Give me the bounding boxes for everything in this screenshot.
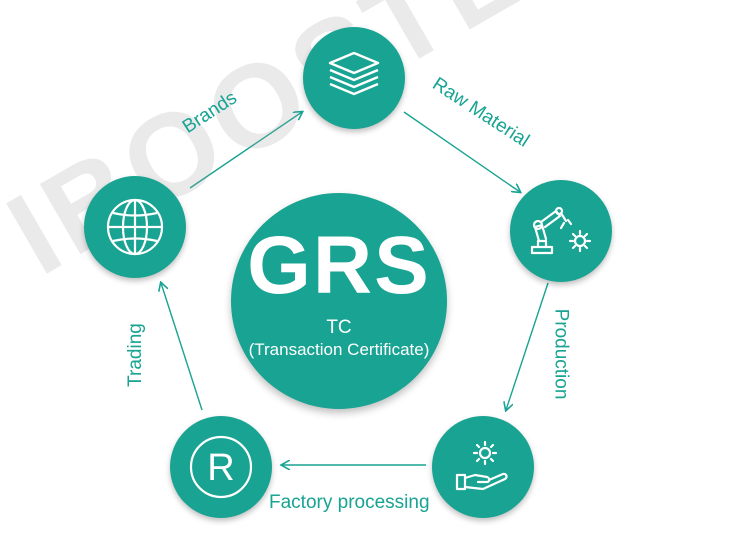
center-title: GRS: [247, 220, 431, 311]
hand-gear-icon: [455, 440, 508, 491]
node-trading: [84, 176, 186, 278]
label-trading: Trading: [124, 323, 146, 387]
node-factory-processing: R: [170, 416, 272, 518]
layers-icon: [328, 51, 380, 96]
arrow-brands-to-raw-material: [403, 111, 520, 192]
center-subtitle-tc: TC: [326, 317, 352, 338]
label-factory-processing: Factory processing: [269, 492, 430, 513]
arrow-factory-to-trading: [161, 283, 203, 411]
arrow-trading-to-brands: [189, 112, 302, 189]
node-raw-material: [510, 180, 612, 282]
svg-text:R: R: [207, 447, 234, 489]
label-production: Production: [550, 308, 572, 400]
node-brands: [303, 27, 405, 129]
registered-icon: R: [189, 435, 253, 499]
center-subtitle-transaction-certificate: (Transaction Certificate): [248, 340, 430, 359]
center-grs-node: GRS TC (Transaction Certificate): [231, 193, 447, 409]
globe-icon: [106, 198, 164, 256]
node-production: [432, 416, 534, 518]
arrow-raw-material-to-production: [506, 282, 549, 410]
robot-arm-gear-icon: [530, 206, 592, 255]
